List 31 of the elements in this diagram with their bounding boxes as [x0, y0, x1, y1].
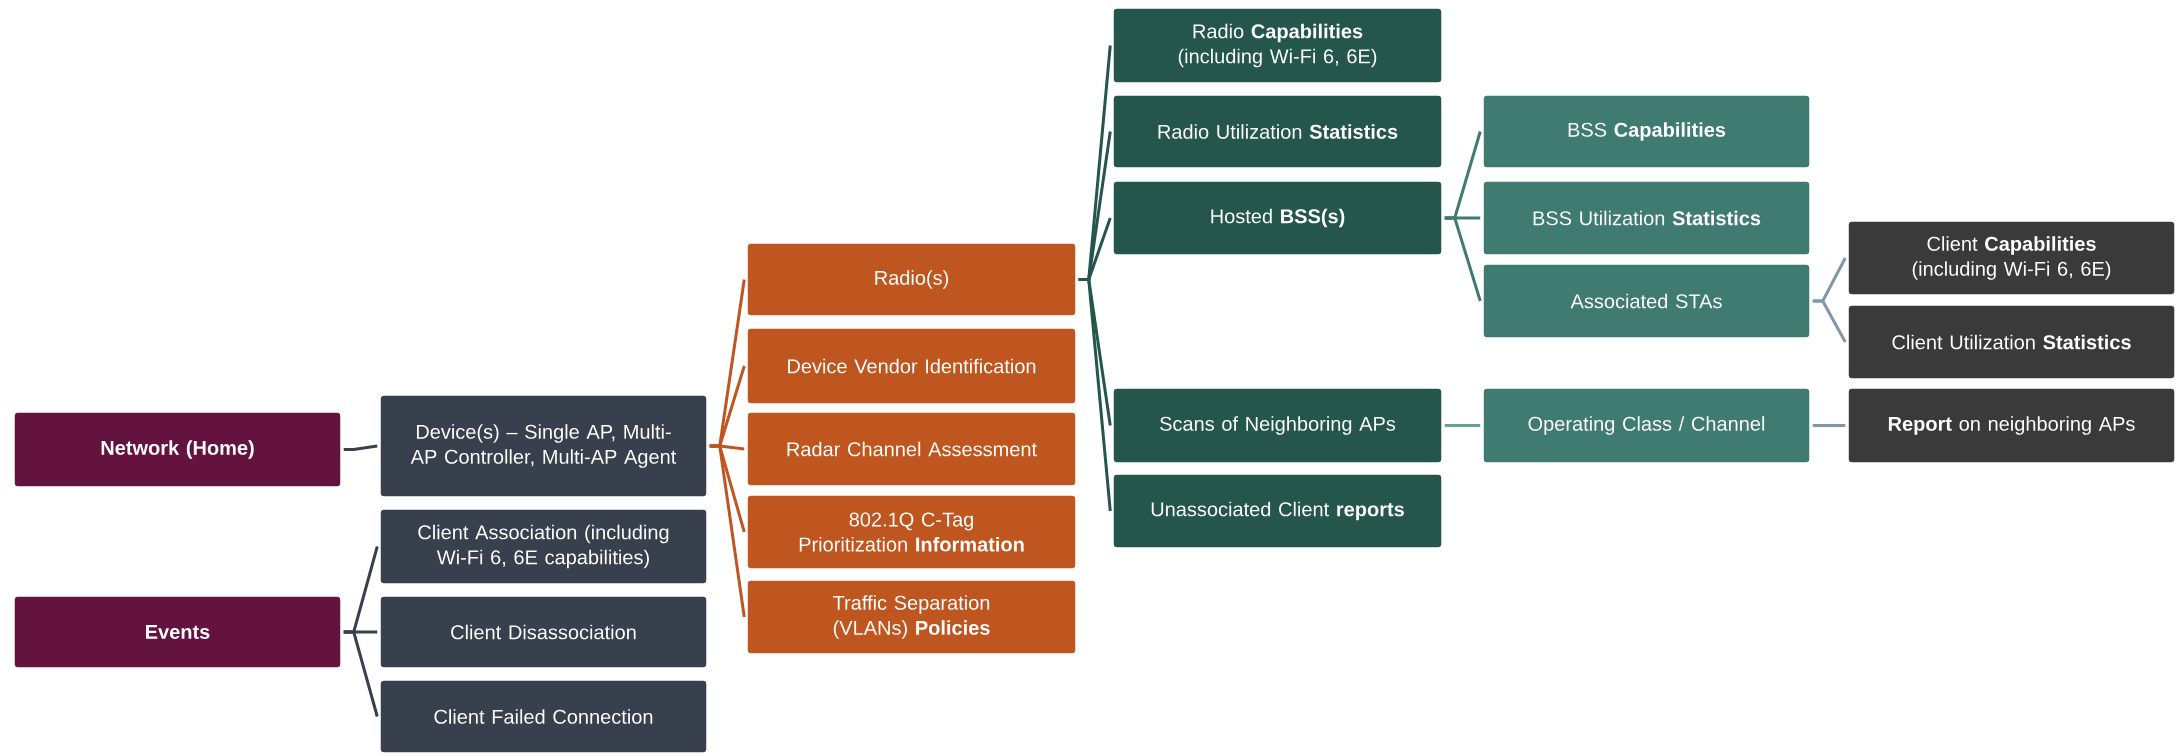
radio-item-box: Unassociated Client reports	[1112, 473, 1443, 549]
connector-line	[343, 630, 379, 717]
device-box: Client Failed Connection	[379, 679, 708, 754]
connector-line	[343, 444, 378, 451]
device-box: Client Disassociation	[379, 595, 708, 669]
attribute-box: Radio(s)	[746, 242, 1077, 317]
bss-item-box: BSS Capabilities	[1482, 94, 1811, 169]
attribute-box: 802.1Q C-Tag Prioritization Information	[746, 494, 1077, 570]
bss-item-box: BSS Utilization Statistics	[1482, 180, 1811, 256]
connector-line	[1444, 216, 1482, 302]
radio-item-box: Scans of Neighboring APs	[1112, 387, 1443, 464]
radio-item-box: Hosted BSS(s)	[1112, 180, 1443, 256]
category-box: Network (Home)	[13, 411, 342, 488]
bss-item-box: Associated STAs	[1482, 263, 1811, 339]
client-item-box: Report on neighboring APs	[1847, 387, 2176, 464]
attribute-box: Traffic Separation (VLANs) Policies	[746, 579, 1077, 655]
radio-item-box: Radio Capabilities (including Wi-Fi 6, 6E)	[1112, 7, 1443, 84]
connector-line	[1078, 278, 1112, 512]
connector-line	[1812, 424, 1846, 427]
attribute-box: Radar Channel Assessment	[746, 411, 1077, 487]
connector-line	[1444, 424, 1481, 427]
connector-line	[1812, 299, 1847, 343]
radio-item-box: Radio Utilization Statistics	[1112, 94, 1443, 169]
device-box: Device(s) – Single AP, Multi-AP Controller, Multi-AP Agent	[379, 394, 708, 498]
attribute-box: Device Vendor Identification	[746, 327, 1077, 405]
client-item-box: Client Utilization Statistics	[1847, 304, 2176, 380]
category-box: Events	[13, 595, 342, 669]
connector-line	[709, 444, 746, 618]
bss-item-box: Operating Class / Channel	[1482, 387, 1811, 464]
device-box: Client Association (including Wi-Fi 6, 6E capabilities)	[379, 508, 708, 585]
client-item-box: Client Capabilities (including Wi-Fi 6, 6E)	[1847, 220, 2176, 296]
